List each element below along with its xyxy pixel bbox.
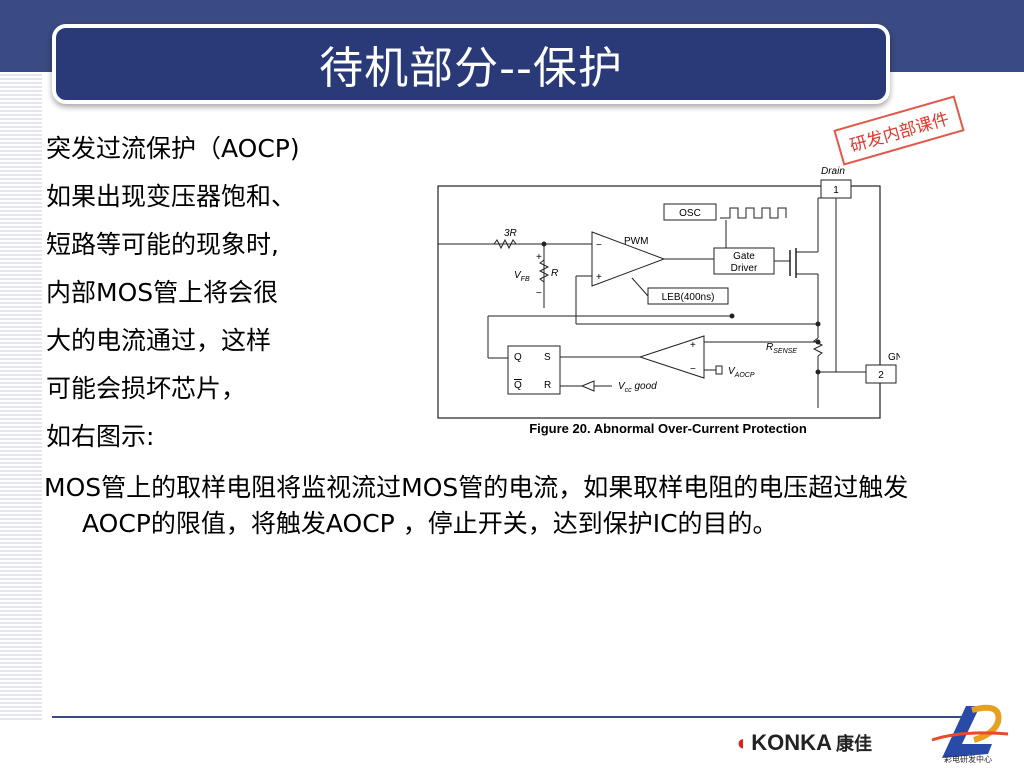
- bottom-paragraph: MOS管上的取样电阻将监视流过MOS管的电流，如果取样电阻的电压超过触发AOCP…: [44, 473, 909, 538]
- latch-box: [507, 345, 561, 395]
- aocp-plus: +: [690, 340, 696, 351]
- osc-box: [663, 203, 717, 221]
- latch-s: S: [544, 352, 551, 363]
- aocp-minus: −: [690, 364, 696, 375]
- gate-driver-label-1: Gate: [733, 251, 755, 262]
- pwm-comparator: [591, 231, 666, 287]
- plus-sign: +: [536, 252, 542, 263]
- pwm-minus: −: [596, 240, 602, 251]
- pwm-label: PWM: [624, 236, 648, 247]
- figure-frame: [437, 185, 881, 419]
- rd-center-logo-icon: 彩电研发中心: [931, 704, 1009, 764]
- footer-divider: [52, 716, 962, 718]
- slide-title: 待机部分--保护: [319, 43, 623, 94]
- left-line: 大的电流通过，这样: [46, 326, 272, 355]
- minus-sign: −: [536, 288, 542, 299]
- left-line: 内部MOS管上将会很: [46, 278, 279, 307]
- leb-label: LEB(400ns): [662, 292, 715, 303]
- figure-caption: Figure 20. Abnormal Over-Current Protect…: [529, 421, 807, 436]
- pin-2-box: [865, 364, 897, 384]
- title-box: 待机部分--保护: [52, 24, 890, 104]
- watermark-stamp: 研发内部课件: [833, 95, 965, 166]
- left-line: 短路等可能的现象时,: [46, 230, 279, 259]
- gate-driver-box: [713, 247, 775, 275]
- pwm-plus: +: [596, 272, 602, 283]
- gate-driver-label-2: Driver: [731, 263, 758, 274]
- r3-label: 3R: [504, 228, 517, 239]
- circuit-figure: 1 Drain 2 GND OSC 3R R VFB + − PWM − + L…: [436, 160, 910, 440]
- left-decor-strip: [0, 72, 42, 720]
- left-line: 如右图示:: [46, 422, 155, 451]
- latch-r: R: [544, 380, 551, 391]
- osc-waveform: [720, 207, 787, 219]
- pin-2-label: 2: [878, 370, 884, 381]
- left-text-block: 突发过流保护（AOCP) 如果出现变压器饱和、 短路等可能的现象时, 内部MOS…: [46, 125, 416, 461]
- osc-label: OSC: [679, 208, 701, 219]
- logo-caption: 彩电研发中心: [944, 754, 992, 764]
- konka-logo: ◖ KONKA 康佳: [734, 730, 872, 756]
- konka-brand: KONKA: [751, 730, 832, 755]
- r-label: R: [551, 268, 558, 279]
- left-line: 可能会损坏芯片，: [46, 374, 247, 403]
- gnd-label: GND: [888, 352, 900, 363]
- konka-brand-cn: 康佳: [835, 734, 872, 754]
- latch-qbar: Q: [514, 380, 522, 391]
- latch-q: Q: [514, 352, 522, 363]
- rsense-label: RSENSE: [766, 342, 797, 355]
- resistor-3r: [493, 238, 517, 250]
- pin-1-label: 1: [833, 185, 839, 196]
- vfb-label: VFB: [514, 270, 530, 283]
- vcc-good-buffer: [580, 380, 595, 392]
- vaocp-label: VAOCP: [728, 366, 755, 379]
- left-line: 突发过流保护（AOCP): [46, 134, 300, 163]
- left-line: 如果出现变压器饱和、: [46, 182, 297, 211]
- aocp-comparator: [638, 335, 705, 379]
- drain-label: Drain: [821, 166, 845, 177]
- vcc-good-label: Vcc good: [618, 381, 657, 394]
- circuit-diagram: 1 Drain 2 GND OSC 3R R VFB + − PWM − + L…: [437, 166, 910, 436]
- resistor-r: [538, 259, 550, 283]
- resistor-rsense: [812, 337, 824, 357]
- konka-mark-icon: ◖: [734, 730, 748, 755]
